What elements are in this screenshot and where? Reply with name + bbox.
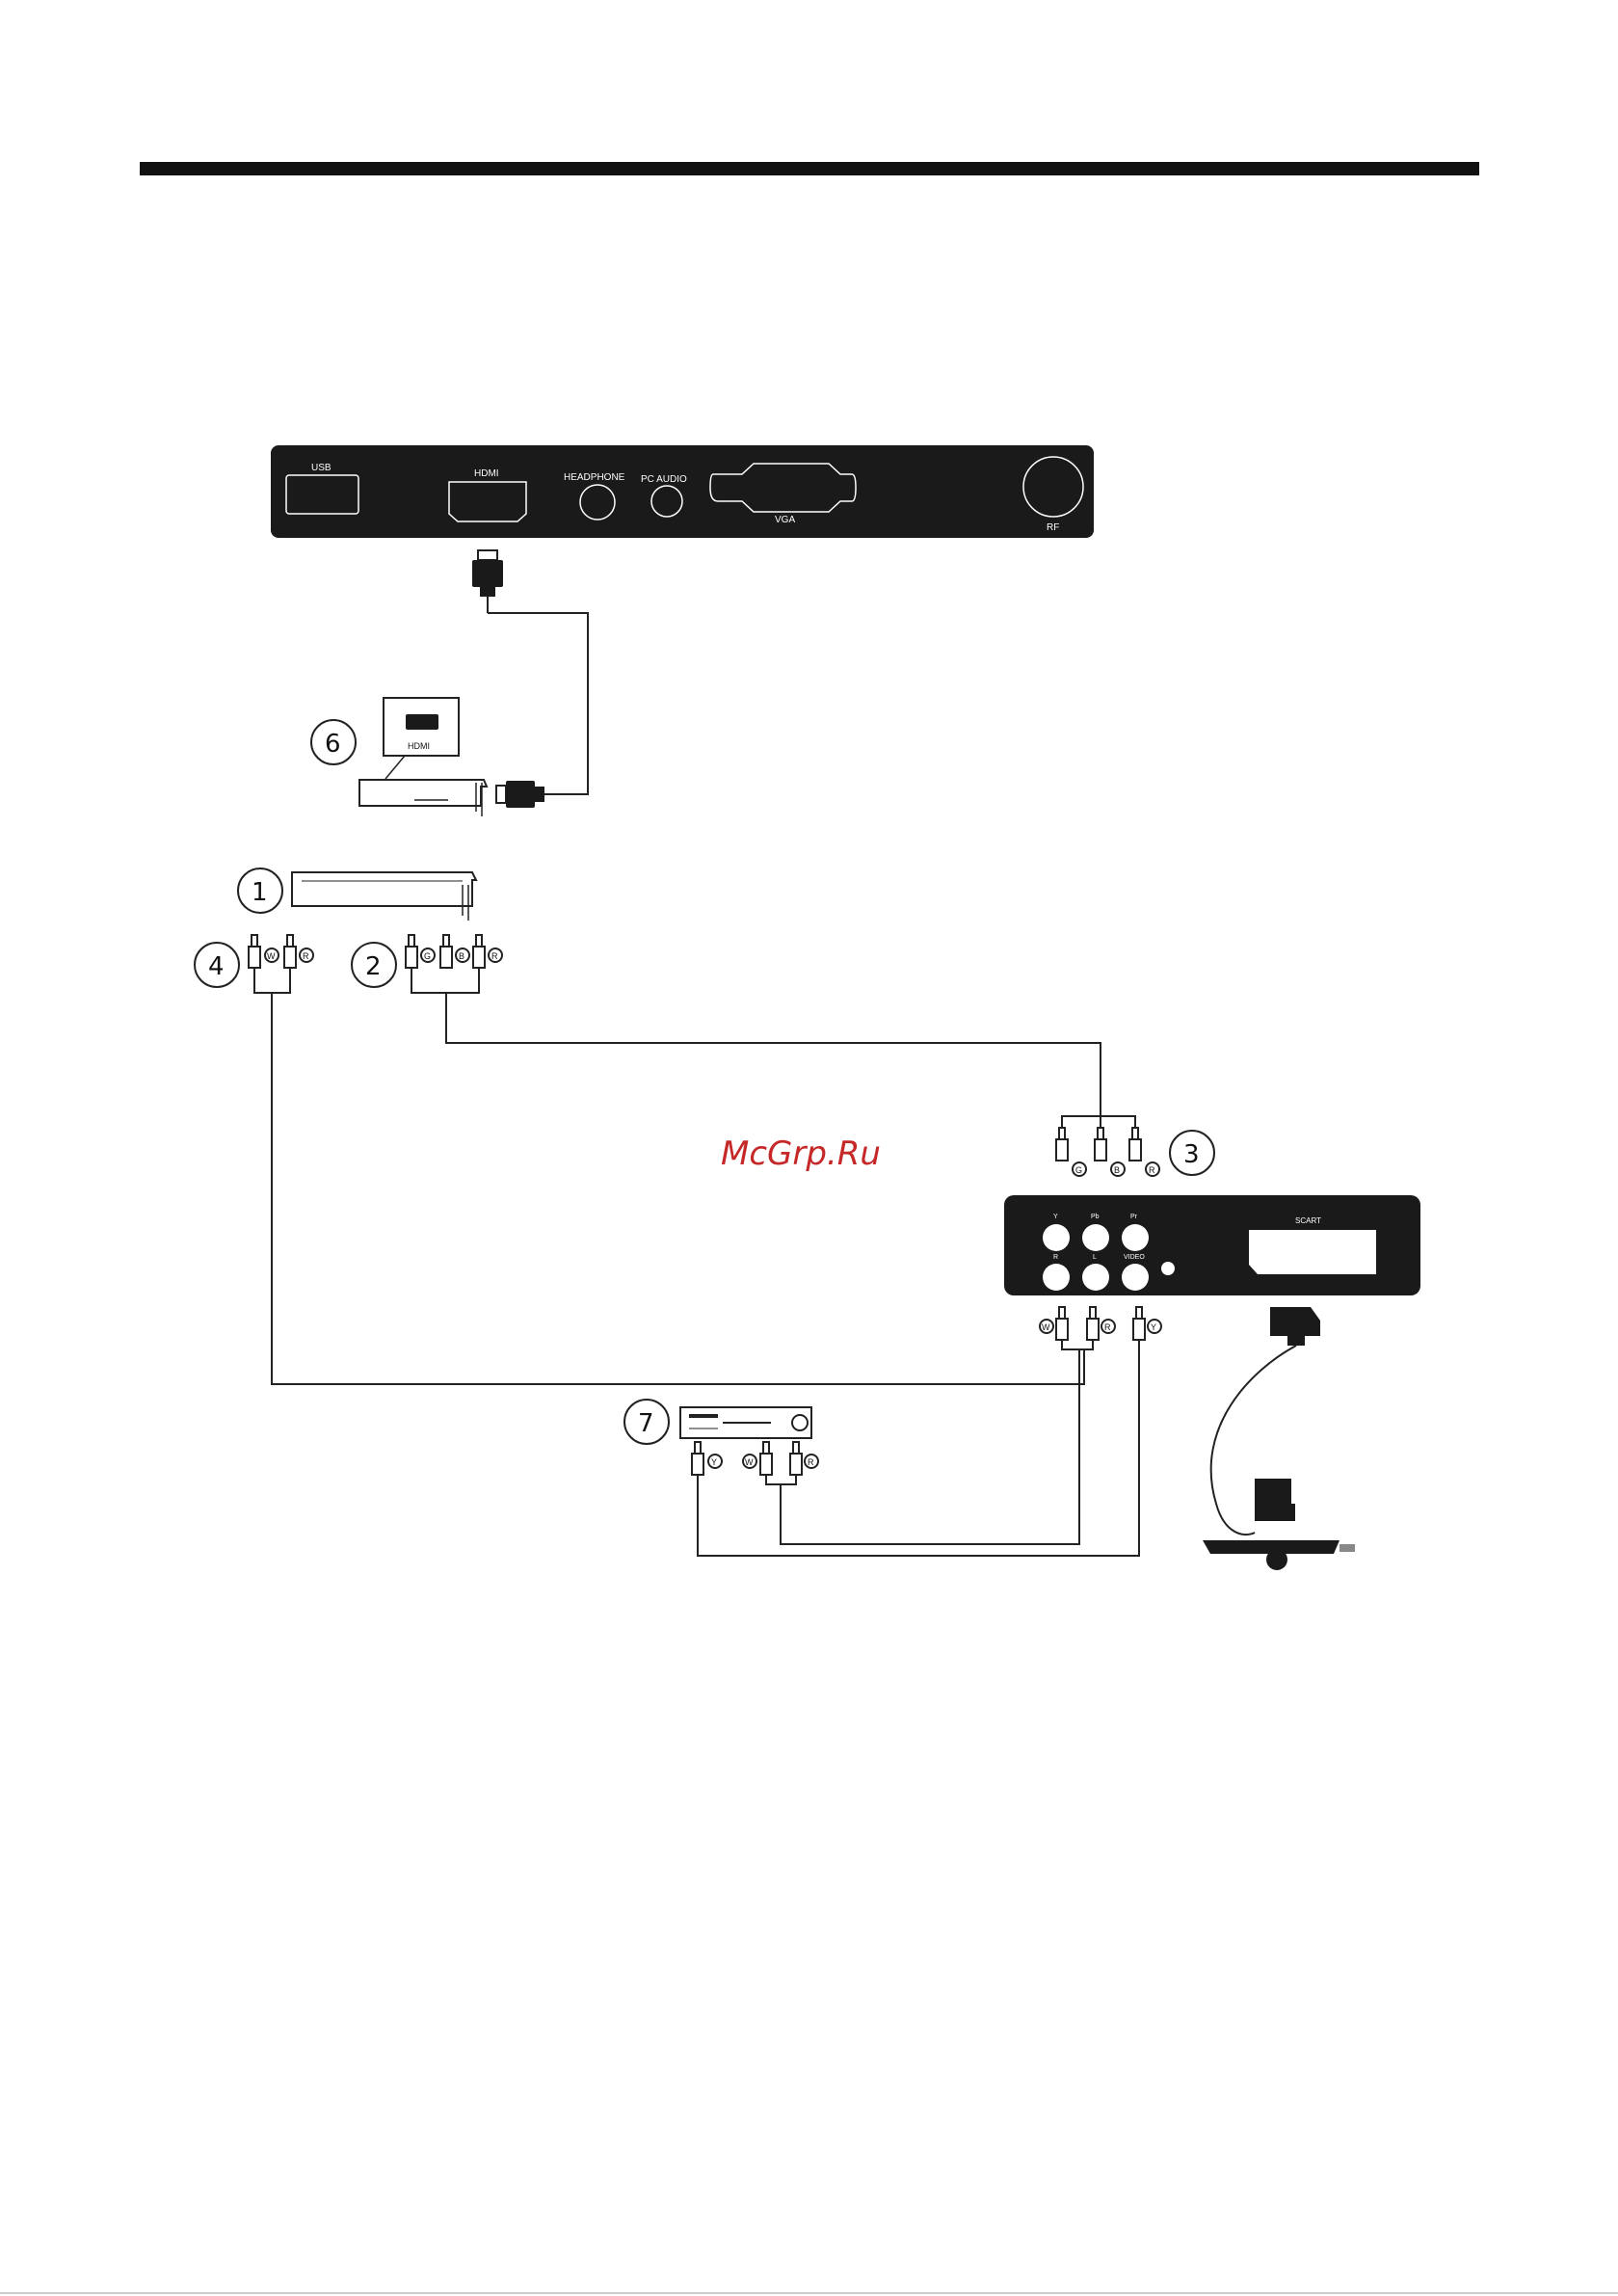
plug-r-side: R — [1104, 1322, 1111, 1332]
pb-label: Pb — [1091, 1214, 1100, 1220]
watermark: McGrp.Ru — [721, 1135, 881, 1173]
plug-w-4: W — [267, 951, 276, 961]
r-jack — [1043, 1264, 1070, 1291]
callout-3: 3 — [1183, 1140, 1200, 1169]
scart-label: SCART — [1295, 1216, 1321, 1225]
audio-cable — [272, 993, 1084, 1384]
top-panel: USB HDMI HEADPHONE PC AUDIO VGA RF — [271, 445, 1094, 538]
hdmi-label: HDMI — [474, 468, 499, 479]
plug-r-6: R — [808, 1457, 814, 1467]
device-7: 6 HDMI — [311, 698, 544, 816]
component-cable — [446, 993, 1101, 1128]
callout-4: 4 — [208, 952, 225, 981]
scart-cable — [1203, 1307, 1355, 1570]
l-jack — [1082, 1264, 1109, 1291]
device-6-plugs: Y W R — [692, 1442, 818, 1484]
y-label: Y — [1053, 1214, 1058, 1220]
pb-jack — [1082, 1224, 1109, 1251]
y-jack — [1043, 1224, 1070, 1251]
indicator-dot — [1161, 1262, 1175, 1275]
callout-2: 2 — [365, 952, 382, 981]
device-6: 7 — [624, 1400, 811, 1444]
side-panel: Y Pb Pr R L VIDEO SCART — [1004, 1195, 1420, 1295]
callout-7: 6 — [325, 730, 341, 759]
pr-jack — [1122, 1224, 1149, 1251]
component-plugs-3: 3 G B R — [1056, 1116, 1214, 1176]
rf-label: RF — [1047, 522, 1059, 533]
video-label: VIDEO — [1124, 1254, 1145, 1261]
plug-g-2: G — [424, 951, 431, 961]
plug-r-4: R — [303, 951, 309, 961]
usb-label: USB — [311, 463, 332, 473]
device-1: 1 — [238, 868, 476, 921]
plug-g-3: G — [1075, 1165, 1082, 1175]
video-jack — [1122, 1264, 1149, 1291]
pc-audio-label: PC AUDIO — [641, 474, 687, 485]
plug-y-6: Y — [711, 1457, 717, 1467]
header-rule — [140, 162, 1479, 175]
l-label: L — [1093, 1254, 1097, 1261]
r-label: R — [1053, 1254, 1058, 1261]
plug-b-2: B — [459, 951, 464, 961]
plug-b-3: B — [1114, 1165, 1120, 1175]
plug-y-side: Y — [1151, 1322, 1156, 1332]
plug-w-side: W — [1042, 1322, 1050, 1332]
plug-r-2: R — [491, 951, 498, 961]
scart-port — [1249, 1230, 1376, 1274]
plug-w-6: W — [745, 1457, 754, 1467]
side-panel-plugs: W R Y — [1040, 1307, 1161, 1349]
vga-label: VGA — [775, 515, 795, 525]
hdmi-cable — [488, 613, 588, 794]
dvd-audio-cable — [781, 1349, 1079, 1544]
callout-1: 1 — [252, 878, 268, 907]
bottom-rule — [0, 2292, 1618, 2294]
headphone-label: HEADPHONE — [564, 472, 625, 483]
callout-6: 7 — [638, 1409, 654, 1438]
audio-plugs-4: 4 W R — [195, 935, 313, 993]
component-plugs-2: 2 G B R — [352, 935, 502, 993]
plug-r-3: R — [1149, 1165, 1155, 1175]
device-7-hdmi-label: HDMI — [408, 741, 430, 751]
hdmi-plug-top — [472, 550, 503, 613]
pr-label: Pr — [1130, 1214, 1138, 1220]
